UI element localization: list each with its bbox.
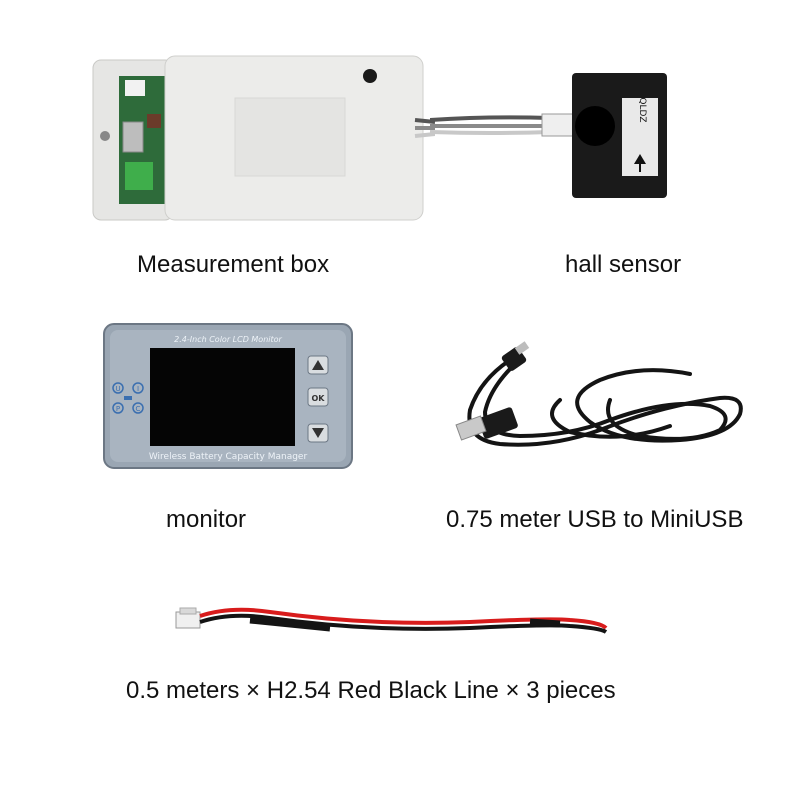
caption-measurement-box: Measurement box bbox=[137, 251, 330, 278]
up-arrow-icon bbox=[312, 360, 324, 370]
caption-monitor: monitor bbox=[166, 506, 247, 533]
monitor-bottom-label: Wireless Battery Capacity Manager bbox=[149, 452, 308, 462]
caption-hall-sensor: hall sensor bbox=[565, 251, 682, 278]
monitor-image: 2.4-Inch Color LCD Monitor Wireless Batt… bbox=[102, 322, 354, 470]
usb-cable-image bbox=[455, 341, 743, 447]
measurement-box-image bbox=[92, 55, 435, 221]
down-button[interactable] bbox=[307, 423, 329, 443]
indicator-p: P bbox=[116, 405, 120, 413]
ok-button-label: OK bbox=[312, 394, 326, 403]
indicator-i: I bbox=[137, 385, 139, 393]
monitor-top-label: 2.4-Inch Color LCD Monitor bbox=[174, 335, 282, 344]
indicator-u: U bbox=[115, 385, 120, 393]
twisted-wire bbox=[249, 616, 561, 632]
caption-usb-cable: 0.75 meter USB to MiniUSB bbox=[446, 506, 744, 533]
up-button[interactable] bbox=[307, 355, 329, 375]
caption-red-black-line: 0.5 meters × H2.54 Red Black Line × 3 pi… bbox=[126, 677, 616, 704]
down-arrow-icon bbox=[312, 428, 324, 438]
ok-button[interactable]: OK bbox=[307, 387, 329, 407]
red-black-line-image bbox=[175, 607, 608, 634]
sensor-label: QLDZ bbox=[637, 97, 647, 122]
hall-sensor-image: QLDZ bbox=[430, 73, 667, 198]
indicator-c: C bbox=[136, 405, 141, 413]
